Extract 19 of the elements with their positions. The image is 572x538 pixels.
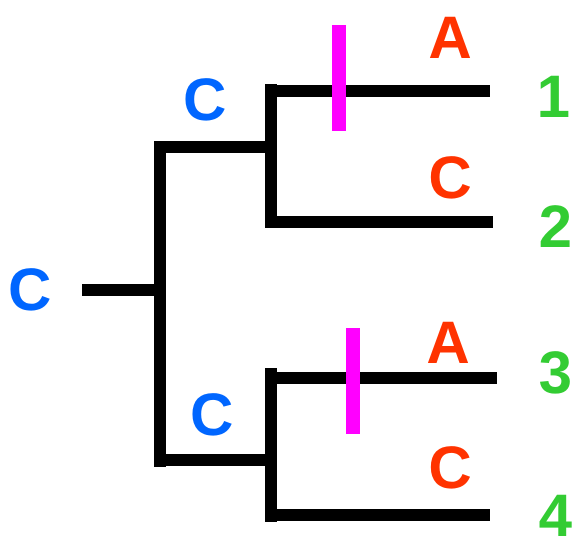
- tree-branch: [166, 141, 265, 153]
- tree-node-bar: [265, 84, 277, 228]
- branch-state-label: A: [428, 8, 472, 68]
- tree-branch: [82, 284, 154, 296]
- tree-branch: [166, 454, 265, 466]
- tree-node-bar: [154, 141, 166, 467]
- node-state-label: C: [183, 70, 226, 130]
- tip-label: 2: [493, 196, 572, 258]
- root-label: C: [8, 262, 82, 318]
- tree-branch: [277, 216, 493, 228]
- tip-label: 3: [497, 342, 572, 404]
- tip-label: 4: [490, 485, 572, 538]
- tree-branch: [277, 509, 490, 521]
- tree-node-bar: [265, 368, 277, 522]
- node-state-label: C: [190, 385, 234, 445]
- branch-state-label: C: [428, 438, 472, 498]
- tip-label: 1: [490, 66, 570, 128]
- branch-state-label: C: [428, 148, 472, 208]
- branch-state-label: A: [426, 313, 470, 373]
